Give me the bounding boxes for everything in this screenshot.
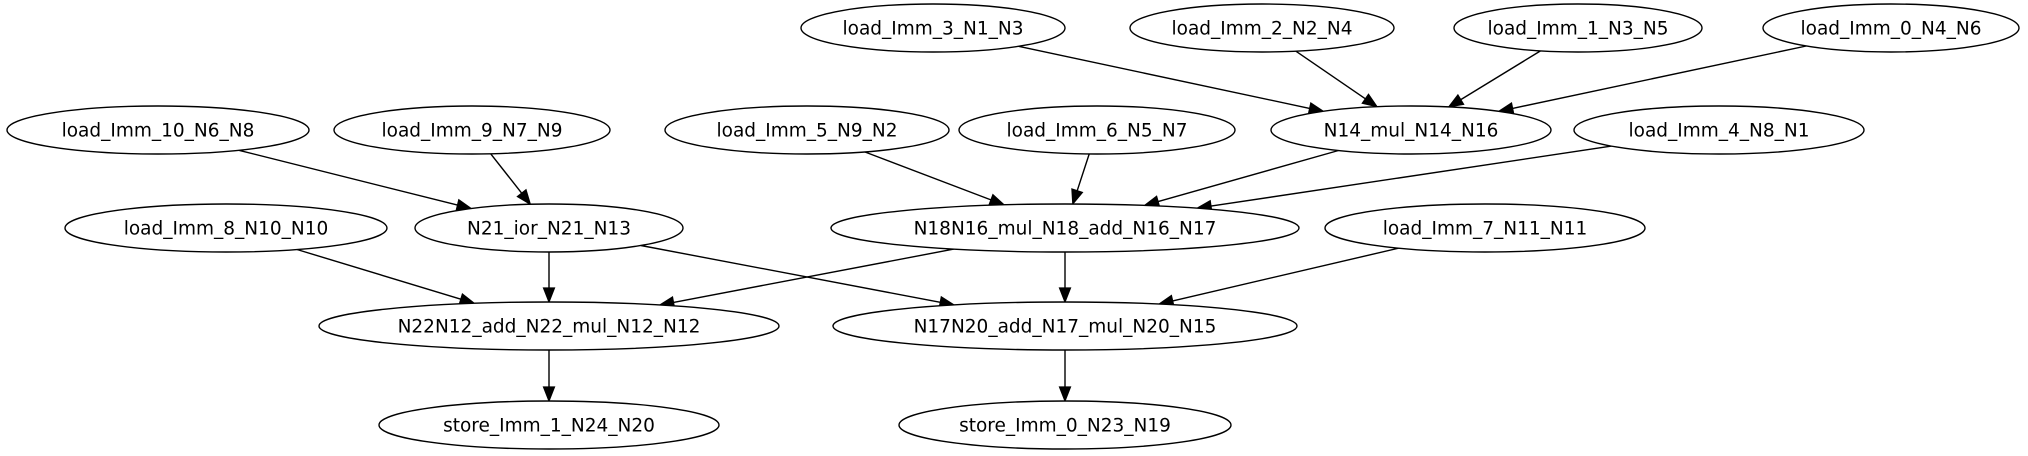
node-ellipse xyxy=(1129,3,1395,53)
node-ellipse xyxy=(6,105,310,155)
edge-line xyxy=(673,248,954,304)
node-ellipse xyxy=(1270,105,1552,155)
arrowhead-icon xyxy=(1361,93,1379,108)
edge-n11-to-n15 xyxy=(640,244,956,309)
edge-n2-to-n8 xyxy=(1447,50,1541,108)
edge-line xyxy=(1210,145,1612,207)
node-label: N17N20_add_N17_mul_N20_N15 xyxy=(914,317,1217,338)
edge-line xyxy=(864,151,992,201)
edge-line xyxy=(1018,45,1310,110)
graph-node-n7: load_Imm_6_N5_N7 xyxy=(958,105,1236,155)
edge-n10-to-n14 xyxy=(296,248,476,306)
edge-line xyxy=(238,149,458,206)
node-label: N21_ior_N21_N13 xyxy=(467,219,631,240)
arrowhead-icon xyxy=(542,386,556,403)
graph-node-n6: load_Imm_5_N9_N2 xyxy=(664,105,950,155)
graph-node-n2: load_Imm_1_N3_N5 xyxy=(1453,3,1703,53)
edge-line xyxy=(1157,149,1339,203)
node-label: store_Imm_1_N24_N20 xyxy=(443,416,655,437)
graph-node-n13: load_Imm_7_N11_N11 xyxy=(1324,203,1646,253)
node-ellipse xyxy=(378,400,720,450)
edge-line xyxy=(640,244,941,303)
arrowhead-icon xyxy=(516,188,532,206)
node-label: load_Imm_0_N4_N6 xyxy=(1800,19,1981,40)
arrowhead-icon xyxy=(542,287,556,304)
graph-node-n3: load_Imm_0_N4_N6 xyxy=(1762,3,2020,53)
node-label: load_Imm_9_N7_N9 xyxy=(381,121,562,142)
graph-node-n4: load_Imm_10_N6_N8 xyxy=(6,105,310,155)
edge-n14-to-n16 xyxy=(542,350,556,403)
node-ellipse xyxy=(958,105,1236,155)
node-ellipse xyxy=(1324,203,1646,253)
node-label: load_Imm_1_N3_N5 xyxy=(1487,19,1668,40)
node-label: load_Imm_6_N5_N7 xyxy=(1006,121,1187,142)
edge-n7-to-n12 xyxy=(1071,153,1090,206)
edge-line xyxy=(1172,247,1399,302)
node-label: N22N12_add_N22_mul_N12_N12 xyxy=(398,317,701,338)
edge-n4-to-n11 xyxy=(238,149,473,212)
edge-n13-to-n15 xyxy=(1157,247,1399,307)
graph-node-n5: load_Imm_9_N7_N9 xyxy=(333,105,611,155)
graph-node-n11: N21_ior_N21_N13 xyxy=(414,203,684,253)
graph-node-n8: N14_mul_N14_N16 xyxy=(1270,105,1552,155)
node-ellipse xyxy=(318,301,780,351)
node-ellipse xyxy=(64,203,388,253)
node-label: store_Imm_0_N23_N19 xyxy=(959,416,1171,437)
graph-node-n12: N18N16_mul_N18_add_N16_N17 xyxy=(830,203,1300,253)
node-ellipse xyxy=(898,400,1232,450)
arrowhead-icon xyxy=(988,193,1006,206)
graph-node-n14: N22N12_add_N22_mul_N12_N12 xyxy=(318,301,780,351)
node-ellipse xyxy=(1762,3,2020,53)
edge-line xyxy=(1076,153,1090,191)
node-ellipse xyxy=(1573,105,1865,155)
nodes-layer: load_Imm_3_N1_N3 load_Imm_2_N2_N4 load_Imm… xyxy=(6,3,2020,450)
edge-n3-to-n8 xyxy=(1497,45,1807,115)
edge-n6-to-n12 xyxy=(864,151,1006,206)
node-ellipse xyxy=(664,105,950,155)
graph-node-n10: load_Imm_8_N10_N10 xyxy=(64,203,388,253)
node-label: load_Imm_2_N2_N4 xyxy=(1171,19,1352,40)
graph-node-n16: store_Imm_1_N24_N20 xyxy=(378,400,720,450)
node-label: load_Imm_8_N10_N10 xyxy=(124,219,329,240)
node-label: load_Imm_10_N6_N8 xyxy=(62,121,255,142)
node-label: N14_mul_N14_N16 xyxy=(1324,121,1499,142)
edge-n11-to-n14 xyxy=(542,252,556,304)
edge-n8-to-n12 xyxy=(1143,149,1339,208)
edge-n1-to-n8 xyxy=(1295,50,1379,108)
node-ellipse xyxy=(414,203,684,253)
edge-n15-to-n17 xyxy=(1058,350,1072,403)
edge-line xyxy=(1295,50,1366,100)
node-label: load_Imm_3_N1_N3 xyxy=(842,19,1023,40)
graph-node-n15: N17N20_add_N17_mul_N20_N15 xyxy=(832,301,1298,351)
edge-n12-to-n15 xyxy=(1058,252,1072,304)
node-label: load_Imm_5_N9_N2 xyxy=(716,121,897,142)
edge-n0-to-n8 xyxy=(1018,45,1325,115)
arrowhead-icon xyxy=(1071,188,1084,206)
graph-node-n1: load_Imm_2_N2_N4 xyxy=(1129,3,1395,53)
node-ellipse xyxy=(1453,3,1703,53)
arrowhead-icon xyxy=(1447,93,1465,108)
graph-node-n9: load_Imm_4_N8_N1 xyxy=(1573,105,1865,155)
edge-n9-to-n12 xyxy=(1195,145,1612,213)
node-ellipse xyxy=(832,301,1298,351)
edge-line xyxy=(1460,50,1541,101)
edge-n5-to-n11 xyxy=(490,153,532,206)
node-label: N18N16_mul_N18_add_N16_N17 xyxy=(914,219,1217,240)
node-label: load_Imm_7_N11_N11 xyxy=(1383,219,1588,240)
edge-line xyxy=(296,248,462,300)
edge-line xyxy=(490,153,523,194)
arrowhead-icon xyxy=(1058,287,1072,304)
node-ellipse xyxy=(800,3,1066,53)
node-ellipse xyxy=(333,105,611,155)
graph-node-n17: store_Imm_0_N23_N19 xyxy=(898,400,1232,450)
node-ellipse xyxy=(830,203,1300,253)
arrowhead-icon xyxy=(1058,386,1072,403)
edge-line xyxy=(1512,45,1807,110)
node-label: load_Imm_4_N8_N1 xyxy=(1628,121,1809,142)
graph-node-n0: load_Imm_3_N1_N3 xyxy=(800,3,1066,53)
